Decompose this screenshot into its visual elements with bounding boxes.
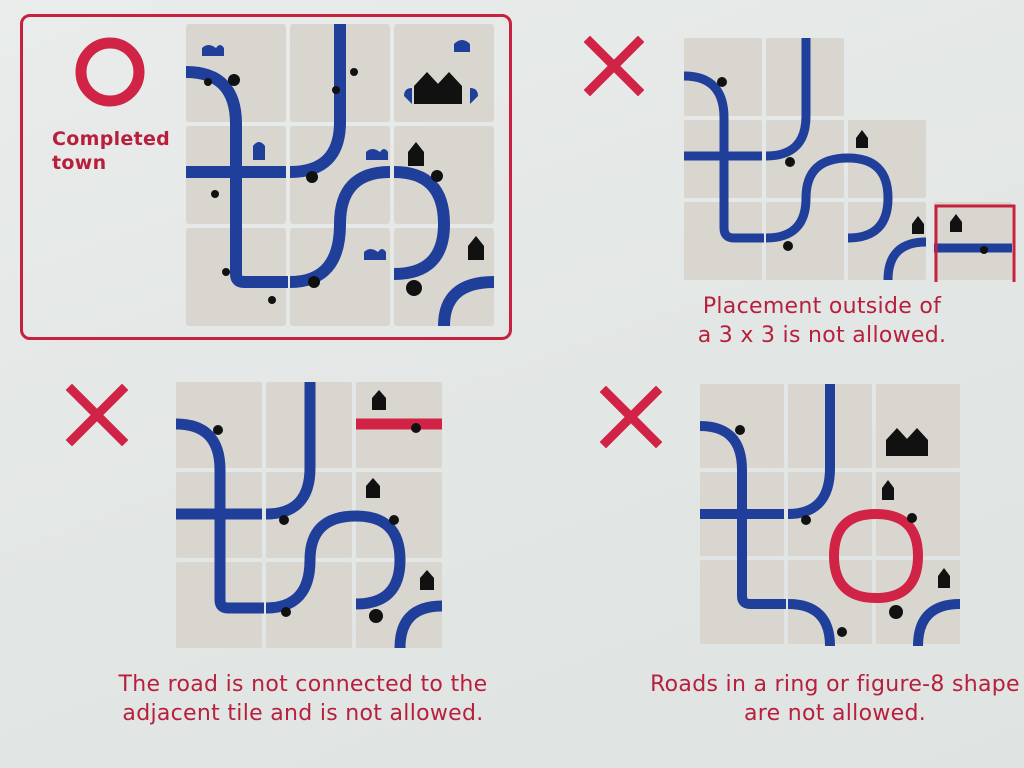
house-icon [414, 72, 462, 104]
house-icon [420, 570, 434, 590]
house-icon [856, 130, 868, 148]
ring-road-caption: Roads in a ring or figure-8 shape are no… [646, 670, 1024, 728]
outside-placement-caption: Placement outside of a 3 x 3 is not allo… [690, 292, 954, 350]
cross-icon [584, 36, 644, 96]
outside-placement-grid [684, 38, 1016, 282]
cross-icon [600, 386, 662, 448]
tile-grid [684, 38, 1016, 282]
disconnected-caption-line2: adjacent tile and is not allowed. [122, 701, 484, 726]
ring-caption-line2: are not allowed. [743, 701, 927, 726]
house-icon [882, 480, 894, 500]
house-icon [366, 478, 380, 498]
cross-icon [66, 384, 128, 446]
house-icon [950, 214, 962, 232]
disconnected-caption-line1: The road is not connected to the [118, 672, 488, 697]
completed-town-label-line2: town [52, 152, 107, 174]
outside-caption-line1: Placement outside of [702, 294, 942, 319]
disconnected-road-caption: The road is not connected to the adjacen… [70, 670, 536, 728]
house-icon [372, 390, 386, 410]
ring-caption-line1: Roads in a ring or figure-8 shape [650, 672, 1020, 697]
house-icon [886, 428, 928, 456]
house-icon [938, 568, 950, 588]
completed-town-label: Completed town [52, 127, 170, 175]
tile-grid [176, 382, 442, 649]
ring-road-grid [700, 384, 962, 650]
completed-town-grid [186, 24, 498, 326]
house-icon [912, 216, 924, 234]
tile-grid [186, 24, 495, 326]
completed-town-frame [20, 14, 512, 340]
house-icon [408, 142, 424, 166]
circle-ok-icon [75, 37, 145, 107]
completed-town-label-line1: Completed [52, 128, 171, 150]
disconnected-road-grid [176, 382, 442, 654]
house-icon [468, 236, 484, 260]
tile-grid [700, 384, 961, 647]
outside-caption-line2: a 3 x 3 is not allowed. [697, 323, 947, 348]
